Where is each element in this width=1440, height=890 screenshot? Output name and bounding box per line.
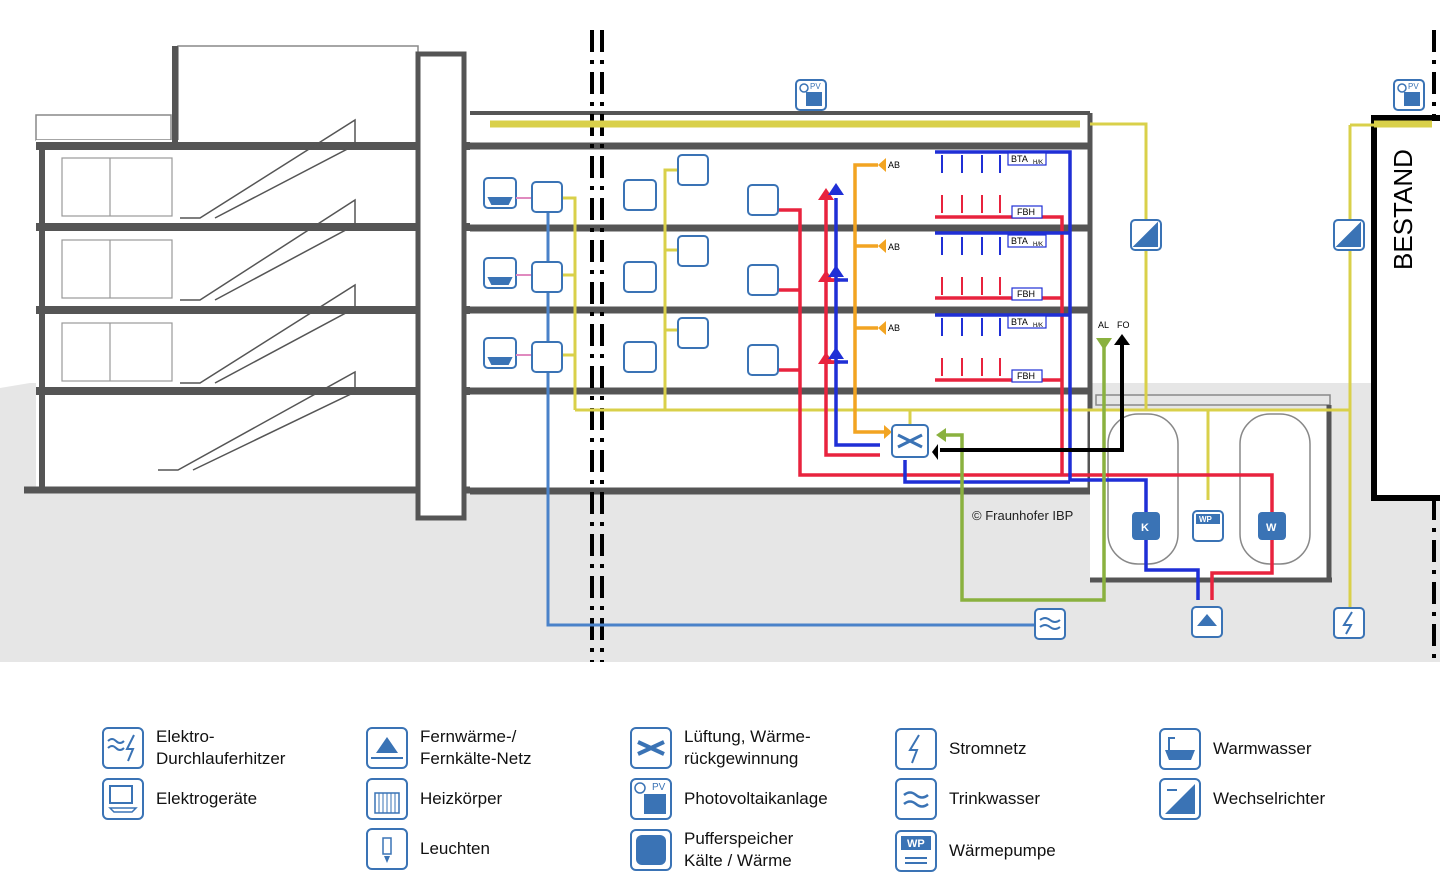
legend-label: Trinkwasser bbox=[949, 789, 1040, 808]
durchlauferhitzer-icon bbox=[102, 727, 144, 769]
separator-lines bbox=[590, 30, 1436, 662]
inverter-icon bbox=[1159, 778, 1201, 820]
legend-label: Durchlauferhitzer bbox=[156, 749, 286, 768]
bta-sub-2: H/K bbox=[1033, 242, 1043, 248]
pv-text: PV bbox=[1408, 82, 1419, 91]
legend-label: rückgewinnung bbox=[684, 749, 799, 768]
ab-label-1: AB bbox=[888, 160, 900, 170]
legend-label: Wärmepumpe bbox=[949, 841, 1056, 860]
durchlauferhitzer-icon bbox=[531, 181, 563, 373]
legend-label: Fernwärme-/ bbox=[420, 727, 517, 746]
left-building bbox=[24, 45, 590, 521]
legend-item-lueftung: Lüftung, Wärme-rückgewinnung bbox=[630, 726, 811, 770]
bestand-label: BESTAND bbox=[1388, 149, 1418, 270]
ventilation-icon bbox=[630, 727, 672, 769]
fo-label: FO bbox=[1117, 320, 1130, 330]
fbh-label-3: FBH bbox=[1017, 371, 1035, 381]
legend-item-warmwasser: Warmwasser bbox=[1159, 728, 1312, 770]
bta-label-1: BTA bbox=[1011, 154, 1028, 164]
radiator-icon bbox=[366, 778, 408, 820]
pv-panel-icon: PV bbox=[630, 778, 672, 820]
legend-label: Leuchten bbox=[420, 839, 490, 858]
coils-floor2 bbox=[941, 237, 1001, 295]
pv-icon: PV bbox=[1393, 79, 1425, 111]
coils-floor3 bbox=[941, 318, 1001, 376]
legend-label: Wechselrichter bbox=[1213, 789, 1326, 808]
lightning-icon bbox=[895, 728, 937, 770]
legend-item-wechselrichter: Wechselrichter bbox=[1159, 778, 1325, 820]
legend-label: Elektrogeräte bbox=[156, 789, 258, 808]
legend-label: Pufferspeicher bbox=[684, 829, 794, 848]
legend-item-stromnetz: Stromnetz bbox=[895, 728, 1026, 770]
legend-item-fernwaerme: Fernwärme-/ Fernkälte-Netz bbox=[366, 726, 531, 770]
al-label: AL bbox=[1098, 320, 1109, 330]
ab-label-2: AB bbox=[888, 242, 900, 252]
legend-item-elektrogeraete: Elektrogeräte bbox=[102, 778, 257, 820]
yellow-power-lines bbox=[490, 120, 1432, 610]
legend-item-elektro-durchlauferhitzer: Elektro- Durchlauferhitzer bbox=[102, 726, 285, 770]
wp-label: WP bbox=[1199, 515, 1213, 524]
bestand-building bbox=[1371, 115, 1440, 501]
warmwater-icon bbox=[483, 177, 517, 369]
speicher-k-icon: K bbox=[1132, 512, 1160, 540]
middle-building bbox=[470, 111, 1093, 495]
pv-text: PV bbox=[810, 82, 821, 91]
elektrogeraete-icon bbox=[623, 179, 657, 373]
house-network-icon bbox=[366, 727, 408, 769]
lueftung-icon bbox=[891, 424, 929, 458]
w-label: W bbox=[1266, 522, 1277, 534]
legend-label: Warmwasser bbox=[1213, 739, 1312, 758]
bathtub-icon bbox=[1159, 728, 1201, 770]
speicher-w-icon: W bbox=[1258, 512, 1286, 540]
arrows bbox=[818, 158, 1130, 460]
legend-label: Lüftung, Wärme- bbox=[684, 727, 811, 746]
orange-air-ducts bbox=[853, 163, 888, 434]
stromnetz-icon bbox=[1333, 607, 1365, 639]
building-energy-diagram: BESTAND bbox=[0, 30, 1440, 662]
leuchten-icon bbox=[677, 154, 709, 349]
copyright-text: © Fraunhofer IBP bbox=[972, 508, 1073, 523]
legend: Elektro-Durchlauferhitzer Elektrogeräte … bbox=[0, 670, 1440, 890]
bta-label-2: BTA bbox=[1011, 236, 1028, 246]
bta-fbh-boxes bbox=[1007, 152, 1047, 383]
legend-label: Elektro- bbox=[156, 727, 215, 746]
ab-label-3: AB bbox=[888, 323, 900, 333]
legend-item-photovoltaik: PV Photovoltaikanlage bbox=[630, 778, 828, 820]
bta-sub-1: H/K bbox=[1033, 160, 1043, 166]
fernwaerme-icon bbox=[1191, 606, 1223, 638]
fbh-label-2: FBH bbox=[1017, 289, 1035, 299]
black-line bbox=[940, 342, 1124, 452]
heat-pump-icon: WP bbox=[895, 830, 937, 872]
pv-icon: PV bbox=[795, 79, 827, 111]
wechselrichter-icon bbox=[1130, 219, 1365, 251]
legend-item-heizkoerper: Heizkörper bbox=[366, 778, 502, 820]
bta-sub-3: H/K bbox=[1033, 323, 1043, 329]
legend-label: Heizkörper bbox=[420, 789, 503, 808]
fbh-label-1: FBH bbox=[1017, 207, 1035, 217]
waermepumpe-icon: WP bbox=[1192, 510, 1224, 542]
trinkwasser-icon bbox=[1034, 608, 1066, 640]
legend-label: Stromnetz bbox=[949, 739, 1027, 758]
wp-text: WP bbox=[907, 838, 925, 850]
water-waves-icon bbox=[895, 778, 937, 820]
bulb-icon bbox=[366, 828, 408, 870]
pv-text: PV bbox=[652, 782, 666, 793]
legend-label: Kälte / Wärme bbox=[684, 851, 792, 870]
blue-pipes bbox=[834, 150, 1200, 600]
legend-item-trinkwasser: Trinkwasser bbox=[895, 778, 1040, 820]
basement bbox=[1090, 394, 1332, 583]
heizkoerper-icon bbox=[747, 184, 779, 376]
legend-label: Photovoltaikanlage bbox=[684, 789, 828, 808]
legend-item-leuchten: Leuchten bbox=[366, 828, 490, 870]
computer-icon bbox=[102, 778, 144, 820]
legend-label: Fernkälte-Netz bbox=[420, 749, 532, 768]
green-line bbox=[945, 345, 1106, 602]
k-label: K bbox=[1141, 522, 1149, 534]
legend-item-waermepumpe: WP Wärmepumpe bbox=[895, 830, 1056, 872]
buffer-tank-icon bbox=[630, 829, 672, 871]
bta-label-3: BTA bbox=[1011, 317, 1028, 327]
coils-floor1 bbox=[941, 155, 1001, 213]
pink-connectors bbox=[516, 197, 532, 356]
